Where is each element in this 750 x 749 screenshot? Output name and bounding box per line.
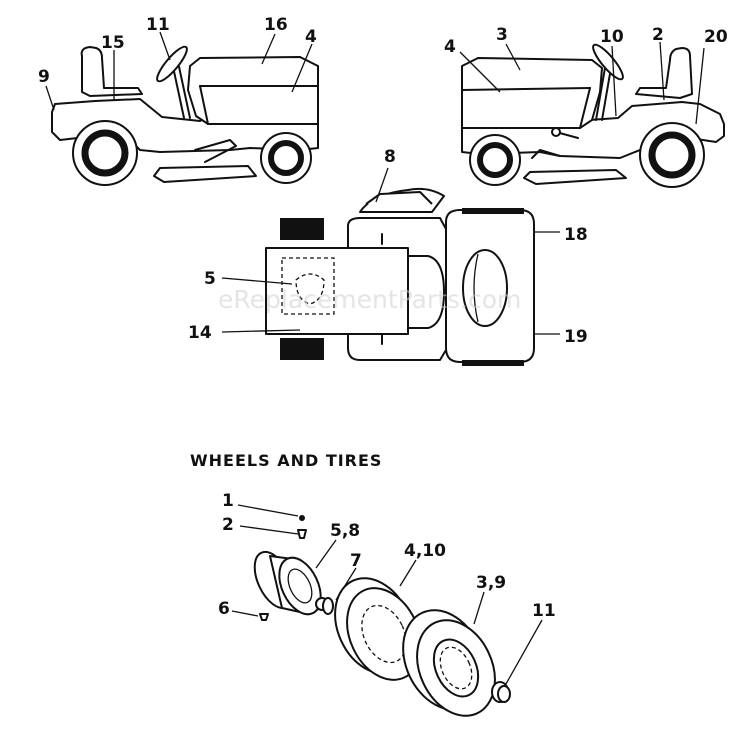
callout-top-8: 8 [384,147,396,167]
callout-top-14: 14 [188,323,212,343]
right-mower-callouts: 4 3 10 2 20 [444,25,728,125]
callout-wheel-3-9: 3,9 [476,573,506,593]
callout-right-10: 10 [600,27,624,47]
left-mower-side-view [51,45,319,186]
callout-left-16: 16 [264,15,288,35]
callout-top-5: 5 [204,269,216,289]
callout-left-4: 4 [305,27,317,47]
callout-top-18: 18 [564,225,588,245]
top-view-callouts: 8 18 5 14 19 [188,147,588,347]
callout-left-15: 15 [101,33,125,53]
callout-right-20: 20 [704,27,728,47]
right-mower-side-view [461,43,725,188]
callout-wheel-5-8: 5,8 [330,521,360,541]
callout-wheel-2: 2 [222,515,234,535]
callout-right-3: 3 [496,25,508,45]
callout-wheel-6: 6 [218,599,230,619]
callout-left-11: 11 [146,15,170,35]
callout-wheel-11: 11 [532,601,556,621]
wheels-callouts: 1 2 5,8 7 4,10 3,9 6 11 [218,491,556,685]
top-view-mower [265,187,535,366]
section-heading: WHEELS AND TIRES [190,451,382,470]
callout-wheel-4-10: 4,10 [404,541,446,561]
callout-right-2: 2 [652,25,664,45]
callout-left-9: 9 [38,67,50,87]
callout-top-19: 19 [564,327,588,347]
callout-right-4: 4 [444,37,456,57]
watermark: eReplacementParts.com [218,285,521,314]
callout-wheel-1: 1 [222,491,234,511]
left-mower-callouts: 9 15 11 16 4 [38,15,317,111]
wheels-exploded-view [253,515,511,717]
callout-wheel-7: 7 [350,551,362,571]
